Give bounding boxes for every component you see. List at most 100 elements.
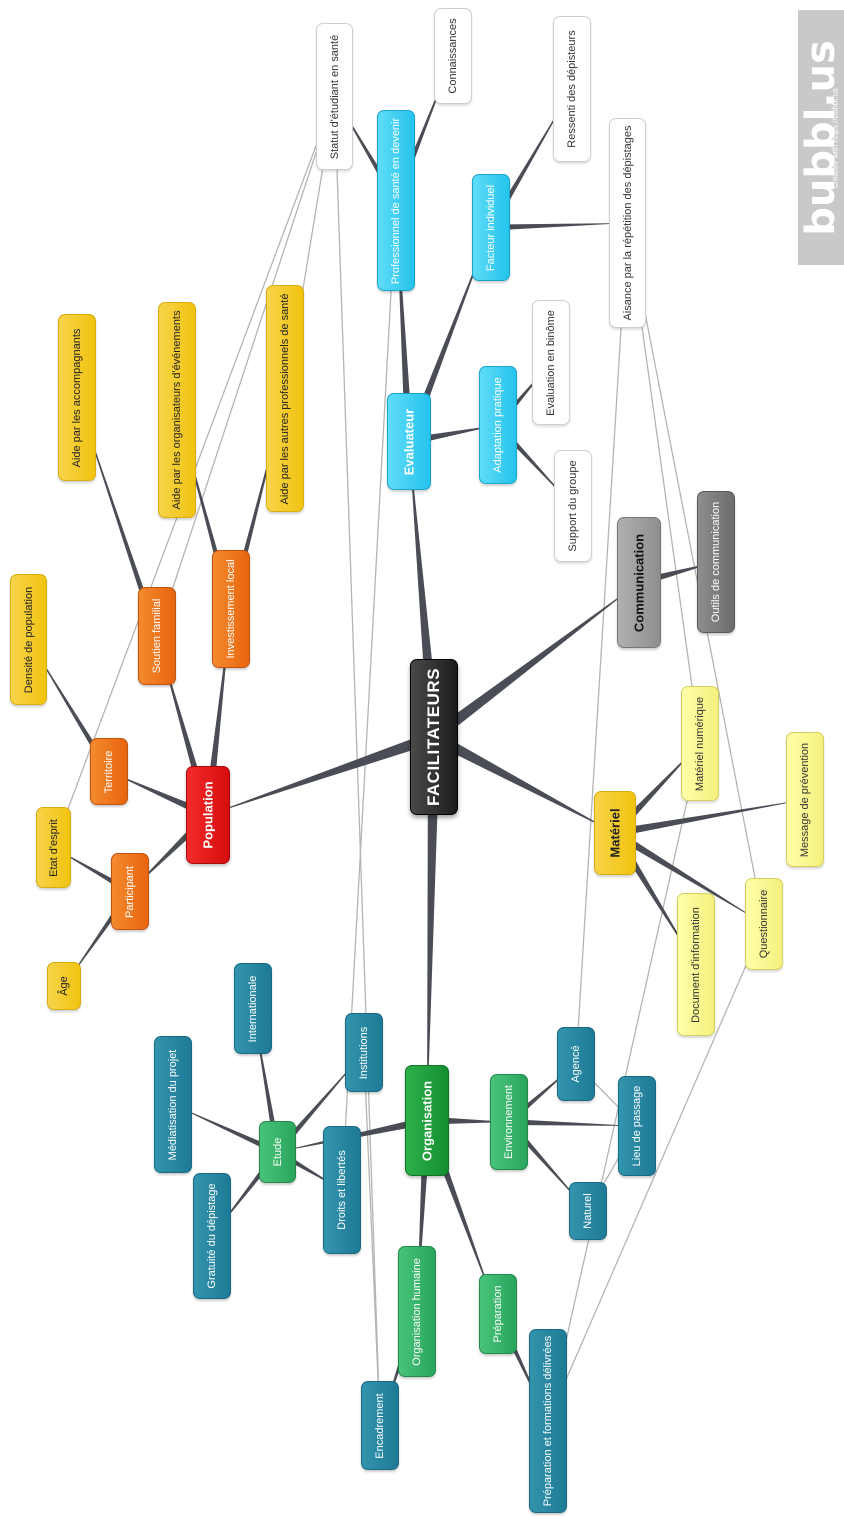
node-statut-etudiant-label: Statut d'étudiant en santé <box>328 34 341 159</box>
node-etude-label: Etude <box>271 1137 284 1167</box>
node-support-groupe[interactable]: Support du groupe <box>554 450 592 562</box>
node-preparation-formations-label: Préparation et formations délivrées <box>542 1335 554 1507</box>
cross-link-soutien-familial-statut-etudiant <box>156 95 337 637</box>
node-lieu-passage[interactable]: Lieu de passage <box>618 1076 656 1176</box>
node-message-prevention[interactable]: Message de prévention <box>786 732 824 867</box>
node-naturel-label: Naturel <box>582 1193 594 1229</box>
node-document-information[interactable]: Document d'information <box>677 893 715 1036</box>
node-evaluation-binome[interactable]: Evaluation en binôme <box>532 300 570 425</box>
node-preparation-formations[interactable]: Préparation et formations délivrées <box>529 1329 567 1513</box>
node-communication[interactable]: Communication <box>617 517 661 648</box>
node-naturel[interactable]: Naturel <box>569 1182 607 1240</box>
node-organisation-humaine[interactable]: Organisation humaine <box>398 1246 436 1377</box>
node-lieu-passage-label: Lieu de passage <box>631 1085 643 1167</box>
node-document-information-label: Document d'information <box>690 906 702 1023</box>
node-facilitateurs-label: FACILITATEURS <box>424 667 443 807</box>
node-investissement-local[interactable]: Investissement local <box>212 550 250 668</box>
bubblus-logo[interactable]: bubbl.us <box>798 10 844 265</box>
node-adaptation-pratique[interactable]: Adaptation pratique <box>479 366 517 484</box>
node-ressenti-depisteurs[interactable]: Ressenti des dépisteurs <box>553 16 591 162</box>
node-droits-libertes[interactable]: Droits et libertés <box>323 1126 361 1254</box>
node-aide-organisateurs[interactable]: Aide par les organisateurs d'événements <box>158 302 196 518</box>
node-encadrement-label: Encadrement <box>374 1392 386 1459</box>
link-facilitateurs-population <box>208 731 436 815</box>
node-questionnaire-label: Questionnaire <box>758 889 770 959</box>
node-materiel-numerique[interactable]: Matériel numérique <box>681 686 719 801</box>
node-facilitateurs[interactable]: FACILITATEURS <box>410 659 458 815</box>
node-aisance-repetition[interactable]: Aisance par la répétition des dépistages <box>609 118 646 328</box>
cross-link-questionnaire-aisance-repetition <box>624 221 765 925</box>
node-agence-label: Agencé <box>570 1045 582 1083</box>
node-preparation[interactable]: Préparation <box>479 1274 517 1354</box>
node-etat-esprit-label: Etat d'esprit <box>47 818 60 877</box>
link-etude-institutions <box>275 1052 364 1154</box>
node-aide-autres-pro-label: Aide par les autres professionnels de sa… <box>279 293 291 504</box>
node-participant[interactable]: Participant <box>111 853 149 930</box>
node-age-label: Âge <box>58 976 70 996</box>
node-densite-population-label: Densité de population <box>22 586 35 693</box>
node-materiel-label: Matériel <box>607 808 623 858</box>
link-facilitateurs-materiel <box>431 731 615 833</box>
node-encadrement[interactable]: Encadrement <box>361 1381 399 1470</box>
cross-link-agence-aisance-repetition <box>575 221 633 1065</box>
cross-link-institutions-encadrement <box>363 1052 385 1427</box>
node-organisation[interactable]: Organisation <box>405 1065 449 1176</box>
node-territoire-label: Territoire <box>103 750 115 793</box>
node-facteur-individuel[interactable]: Facteur individuel <box>472 174 510 281</box>
node-statut-etudiant[interactable]: Statut d'étudiant en santé <box>316 23 353 170</box>
node-population[interactable]: Population <box>186 766 230 864</box>
node-internationale-label: Internationale <box>247 975 259 1042</box>
node-support-groupe-label: Support du groupe <box>567 460 579 552</box>
link-soutien-familial-aide-accompagnants <box>77 397 160 637</box>
node-soutien-familial[interactable]: Soutien familial <box>138 587 176 685</box>
link-population-territoire <box>109 771 210 819</box>
node-territoire[interactable]: Territoire <box>90 738 128 805</box>
node-communication-label: Communication <box>631 533 647 632</box>
node-mediatisation-label: Médiatisation du projet <box>167 1049 179 1160</box>
link-materiel-questionnaire <box>612 829 764 924</box>
node-aisance-repetition-label: Aisance par la répétition des dépistages <box>621 125 634 321</box>
node-ressenti-depisteurs-label: Ressenti des dépisteurs <box>566 30 578 148</box>
node-aide-autres-pro[interactable]: Aide par les autres professionnels de sa… <box>266 285 304 512</box>
link-evaluateur-facteur-individuel <box>405 227 491 443</box>
node-connaissances-label: Connaissances <box>447 18 459 94</box>
node-evaluateur[interactable]: Evaluateur <box>387 393 431 490</box>
node-etude[interactable]: Etude <box>259 1121 296 1183</box>
link-environnement-lieu-passage <box>508 1119 637 1126</box>
node-internationale[interactable]: Internationale <box>234 963 272 1054</box>
node-investissement-local-label: Investissement local <box>225 559 237 659</box>
node-agence[interactable]: Agencé <box>557 1027 595 1101</box>
link-facilitateurs-communication <box>430 582 639 742</box>
cross-link-preparation-formations-questionnaire <box>547 922 766 1422</box>
node-environnement[interactable]: Environnement <box>490 1074 528 1170</box>
node-connaissances[interactable]: Connaissances <box>434 8 472 104</box>
link-materiel-message-prevention <box>614 799 805 837</box>
link-facteur-individuel-aisance-repetition <box>490 223 628 231</box>
node-droits-libertes-label: Droits et libertés <box>336 1150 348 1230</box>
node-gratuite[interactable]: Gratuité du dépistage <box>193 1173 231 1299</box>
node-age[interactable]: Âge <box>47 962 81 1010</box>
node-soutien-familial-label: Soutien familial <box>151 598 163 674</box>
link-etude-mediatisation <box>173 1104 279 1155</box>
node-facteur-individuel-label: Facteur individuel <box>485 184 497 271</box>
node-materiel-numerique-label: Matériel numérique <box>694 696 706 791</box>
node-materiel[interactable]: Matériel <box>594 791 636 875</box>
node-adaptation-pratique-label: Adaptation pratique <box>492 377 504 473</box>
node-aide-accompagnants[interactable]: Aide par les accompagnants <box>58 314 96 481</box>
node-mediatisation[interactable]: Médiatisation du projet <box>154 1036 192 1173</box>
node-outils-communication[interactable]: Outils de communication <box>697 491 735 633</box>
node-evaluation-binome-label: Evaluation en binôme <box>545 309 557 416</box>
node-pro-sante-devenir[interactable]: Professionnel de santé en devenir <box>377 110 415 291</box>
node-questionnaire[interactable]: Questionnaire <box>745 878 783 970</box>
node-densite-population[interactable]: Densité de population <box>10 574 47 705</box>
node-institutions[interactable]: Institutions <box>345 1013 383 1092</box>
node-institutions-label: Institutions <box>358 1026 370 1079</box>
node-message-prevention-label: Message de prévention <box>799 742 811 857</box>
link-facilitateurs-organisation <box>427 736 440 1121</box>
node-gratuite-label: Gratuité du dépistage <box>206 1183 218 1289</box>
node-environnement-label: Environnement <box>503 1085 515 1159</box>
node-etat-esprit[interactable]: Etat d'esprit <box>36 807 71 888</box>
node-organisation-humaine-label: Organisation humaine <box>411 1257 423 1366</box>
node-participant-label: Participant <box>124 865 136 918</box>
